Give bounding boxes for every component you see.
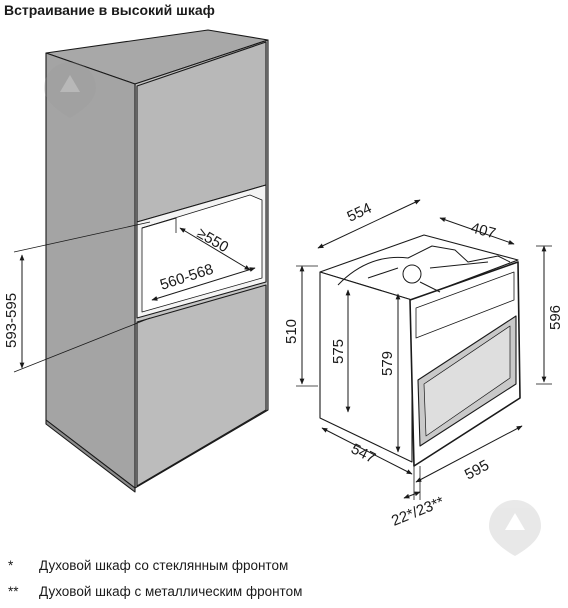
dropper-logo-icon bbox=[44, 62, 96, 118]
dimension-line-front-thickness bbox=[403, 491, 421, 499]
dimension-line-top-depth bbox=[439, 217, 515, 245]
oven-window-inner bbox=[423, 325, 511, 437]
top-vent bbox=[402, 264, 422, 284]
footnote-glass-front: * Духовой шкаф со стеклянным фронтом bbox=[8, 558, 528, 576]
dimension-line-top-width bbox=[317, 199, 421, 249]
page-title: Встраивание в высокий шкаф bbox=[4, 2, 215, 18]
dimension-line-bottom-depth bbox=[321, 427, 413, 475]
dimension-line-width bbox=[151, 267, 256, 301]
niche-edge bbox=[141, 217, 177, 229]
label-top-depth: 407 bbox=[469, 219, 498, 242]
top-rib bbox=[367, 261, 489, 293]
oven bbox=[319, 234, 521, 467]
dimension-line-depth bbox=[179, 227, 251, 271]
footnote-metal-front: ** Духовой шкаф с металлическим фронтом bbox=[8, 584, 528, 602]
label-inner-height: 575 bbox=[330, 339, 347, 364]
extension-line bbox=[13, 221, 151, 253]
label-right-height: 596 bbox=[547, 305, 564, 330]
label-niche-height: 593-595 bbox=[3, 293, 20, 348]
footnote-text: Духовой шкаф со стеклянным фронтом bbox=[39, 558, 289, 573]
dropper-logo-icon bbox=[489, 500, 541, 556]
label-bottom-width: 595 bbox=[462, 457, 492, 484]
label-bottom-depth: 547 bbox=[348, 440, 378, 467]
dimension-line-bottom-width bbox=[415, 425, 523, 483]
label-top-width: 554 bbox=[345, 200, 375, 226]
extension-line bbox=[13, 317, 151, 373]
label-left-height: 510 bbox=[283, 319, 300, 344]
label-front-height: 579 bbox=[379, 351, 396, 376]
cabinet-front bbox=[45, 52, 136, 489]
cabinet-dimensions bbox=[13, 221, 256, 373]
label-front-thickness: 22*/23** bbox=[389, 493, 447, 529]
footnote-mark: ** bbox=[8, 584, 19, 599]
control-panel bbox=[415, 271, 515, 339]
footnote-text: Духовой шкаф с металлическим фронтом bbox=[39, 584, 303, 599]
footnote-mark: * bbox=[8, 558, 14, 573]
top-bracket bbox=[337, 245, 511, 286]
cabinet-plinth bbox=[45, 419, 136, 493]
oven-dimensions bbox=[296, 199, 552, 500]
